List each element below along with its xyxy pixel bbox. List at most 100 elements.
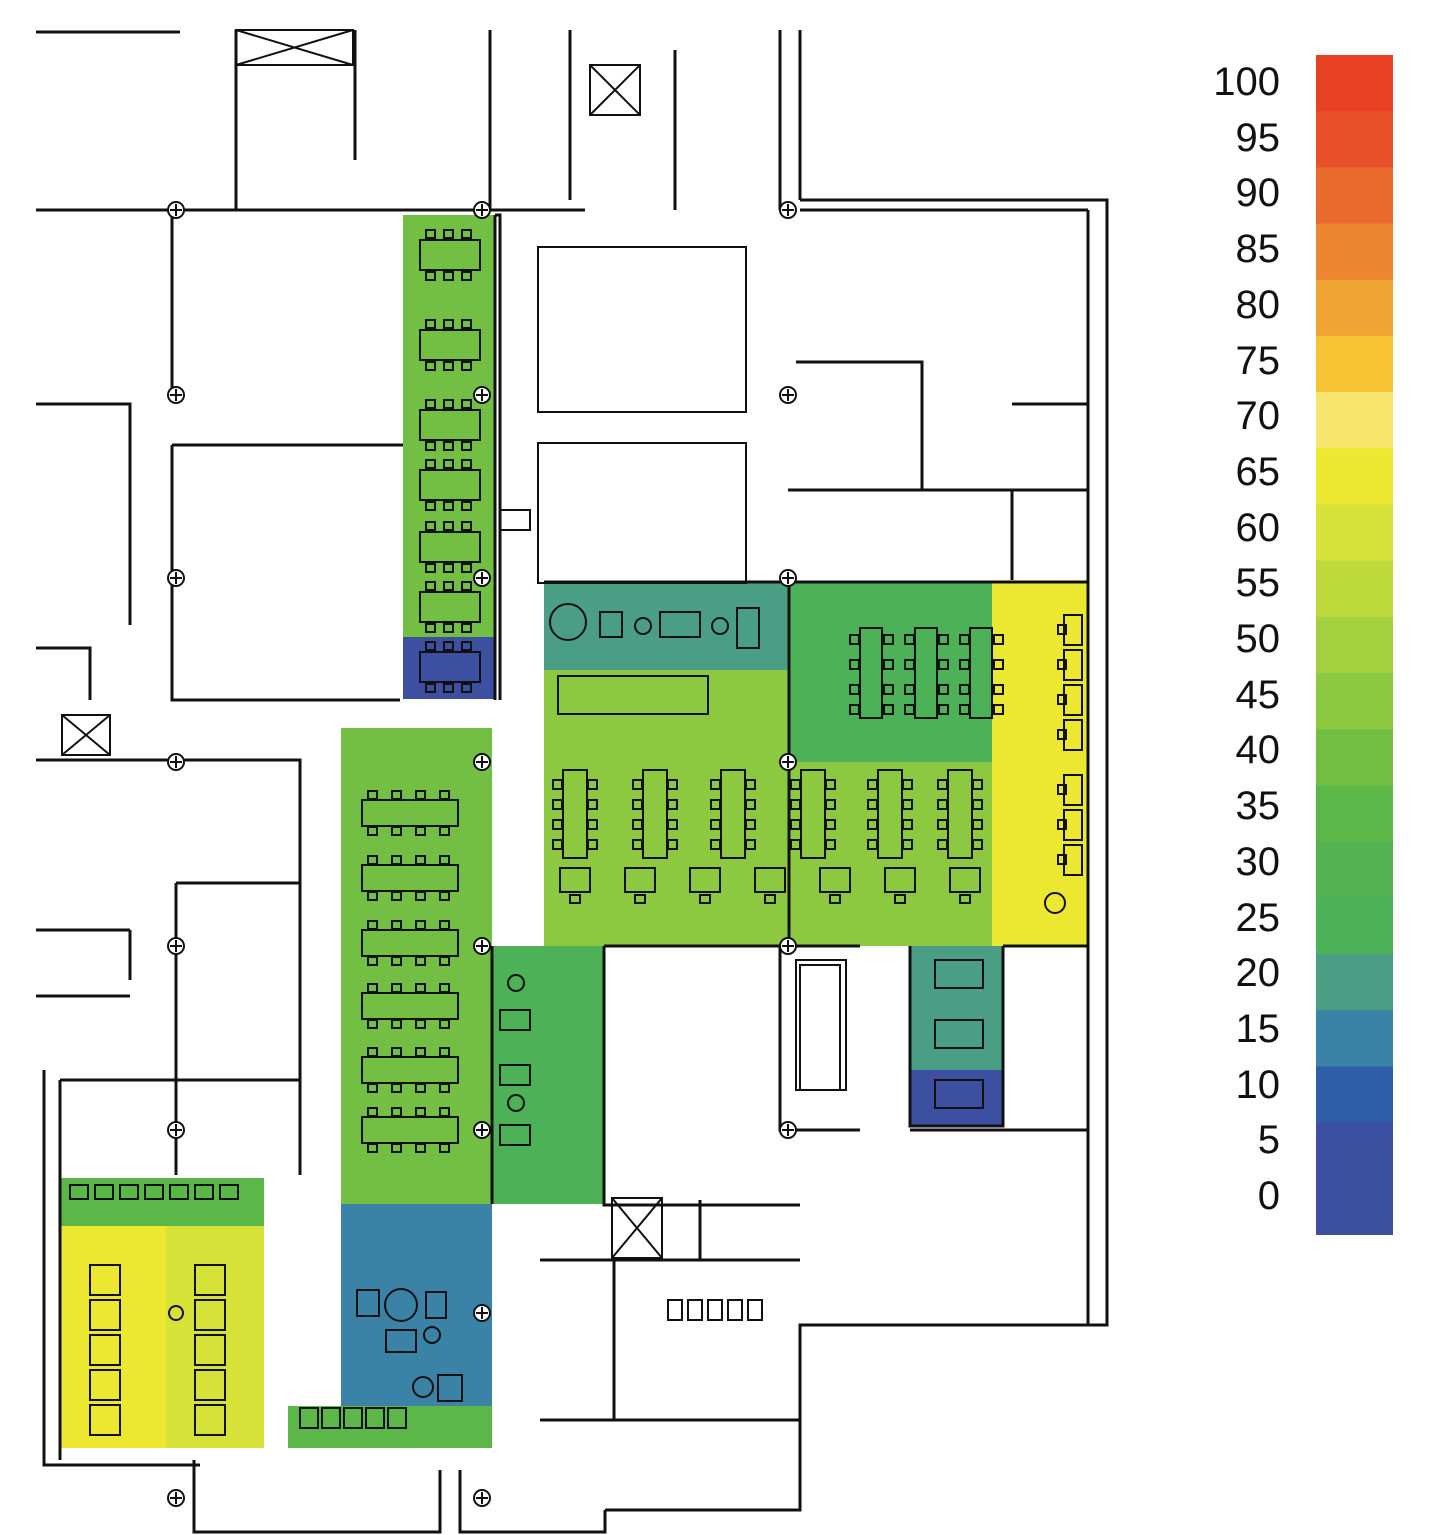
desk bbox=[194, 1299, 226, 1331]
chair bbox=[425, 563, 436, 573]
training-table bbox=[361, 1116, 459, 1144]
chair bbox=[443, 271, 454, 281]
desk bbox=[194, 1264, 226, 1296]
scale-band-15 bbox=[1316, 1010, 1393, 1067]
scale-band-25 bbox=[1316, 897, 1393, 955]
toilet bbox=[747, 1299, 763, 1321]
chair bbox=[443, 641, 454, 651]
chair bbox=[425, 319, 436, 329]
chair bbox=[937, 839, 948, 850]
scale-tick-80: 80 bbox=[1235, 282, 1281, 327]
desk bbox=[1063, 774, 1083, 806]
chair bbox=[634, 894, 646, 904]
chair bbox=[367, 1019, 378, 1029]
scale-tick-35: 35 bbox=[1235, 784, 1281, 829]
chair bbox=[439, 826, 450, 836]
desk bbox=[819, 867, 851, 893]
round-table bbox=[384, 1288, 418, 1322]
chair bbox=[959, 659, 970, 670]
training-table bbox=[361, 929, 459, 957]
chair bbox=[461, 521, 472, 531]
column-marker-cross bbox=[476, 572, 488, 584]
column-marker-cross bbox=[170, 756, 182, 768]
scale-tick-95: 95 bbox=[1235, 115, 1281, 160]
chair bbox=[699, 894, 711, 904]
desk bbox=[949, 867, 981, 893]
tables bbox=[499, 1009, 531, 1031]
scale-tick-100: 100 bbox=[1213, 60, 1280, 104]
conference-table bbox=[419, 409, 481, 441]
cafe-table bbox=[365, 1407, 385, 1429]
chair bbox=[391, 1107, 402, 1117]
chair bbox=[439, 891, 450, 901]
conference-table bbox=[419, 591, 481, 623]
tables bbox=[499, 509, 531, 531]
scale-tick-5: 5 bbox=[1257, 1118, 1280, 1163]
chair bbox=[439, 1083, 450, 1093]
round-table bbox=[168, 1305, 184, 1321]
chair bbox=[667, 779, 678, 790]
scale-band-45 bbox=[1316, 673, 1393, 730]
chair bbox=[849, 704, 860, 715]
chair bbox=[461, 563, 472, 573]
chair bbox=[552, 799, 563, 810]
chair bbox=[883, 659, 894, 670]
desk bbox=[89, 1404, 121, 1436]
zone-meeting-row-top-1 bbox=[403, 215, 496, 305]
chair bbox=[959, 704, 970, 715]
column-marker-cross bbox=[170, 940, 182, 952]
chair bbox=[552, 779, 563, 790]
chair bbox=[367, 983, 378, 993]
chair bbox=[391, 1083, 402, 1093]
chair bbox=[904, 634, 915, 645]
chair bbox=[415, 1047, 426, 1057]
column-marker-cross bbox=[782, 204, 794, 216]
chair bbox=[425, 501, 436, 511]
desk bbox=[624, 867, 656, 893]
chair bbox=[569, 894, 581, 904]
scale-tick-15: 15 bbox=[1235, 1006, 1281, 1051]
color-scale-bar bbox=[1316, 55, 1393, 1235]
lounge-chair bbox=[599, 611, 623, 638]
chair bbox=[391, 826, 402, 836]
chair bbox=[425, 521, 436, 531]
tables bbox=[499, 1124, 531, 1146]
desk bbox=[144, 1184, 164, 1200]
chair bbox=[825, 819, 836, 830]
round-table bbox=[423, 1326, 441, 1344]
zone-meeting-row-top-4 bbox=[403, 455, 496, 517]
bench-desk bbox=[969, 627, 993, 719]
chair bbox=[425, 623, 436, 633]
scale-band-95 bbox=[1316, 111, 1393, 168]
scale-band-10 bbox=[1316, 1066, 1393, 1124]
chair bbox=[904, 704, 915, 715]
chair bbox=[825, 779, 836, 790]
chair bbox=[710, 819, 721, 830]
chair bbox=[632, 799, 643, 810]
chair bbox=[867, 779, 878, 790]
chair bbox=[710, 779, 721, 790]
training-table bbox=[361, 864, 459, 892]
chair bbox=[993, 684, 1004, 695]
chair bbox=[425, 399, 436, 409]
chair bbox=[391, 983, 402, 993]
desk bbox=[1063, 719, 1083, 751]
chair bbox=[745, 799, 756, 810]
zone-west-desks-2 bbox=[166, 1226, 264, 1448]
chair bbox=[883, 684, 894, 695]
chair bbox=[461, 399, 472, 409]
chair bbox=[1057, 784, 1067, 795]
zone-workstations-northeast bbox=[789, 582, 992, 762]
scale-band-35 bbox=[1316, 785, 1393, 843]
chair bbox=[632, 779, 643, 790]
chair bbox=[461, 361, 472, 371]
chair bbox=[883, 704, 894, 715]
cafe-table bbox=[387, 1407, 407, 1429]
chair bbox=[443, 683, 454, 693]
zone-workstations-center bbox=[544, 670, 789, 762]
chair bbox=[993, 634, 1004, 645]
scale-band-60 bbox=[1316, 504, 1393, 562]
chair bbox=[938, 634, 949, 645]
desk bbox=[89, 1264, 121, 1296]
column-marker-cross bbox=[782, 389, 794, 401]
